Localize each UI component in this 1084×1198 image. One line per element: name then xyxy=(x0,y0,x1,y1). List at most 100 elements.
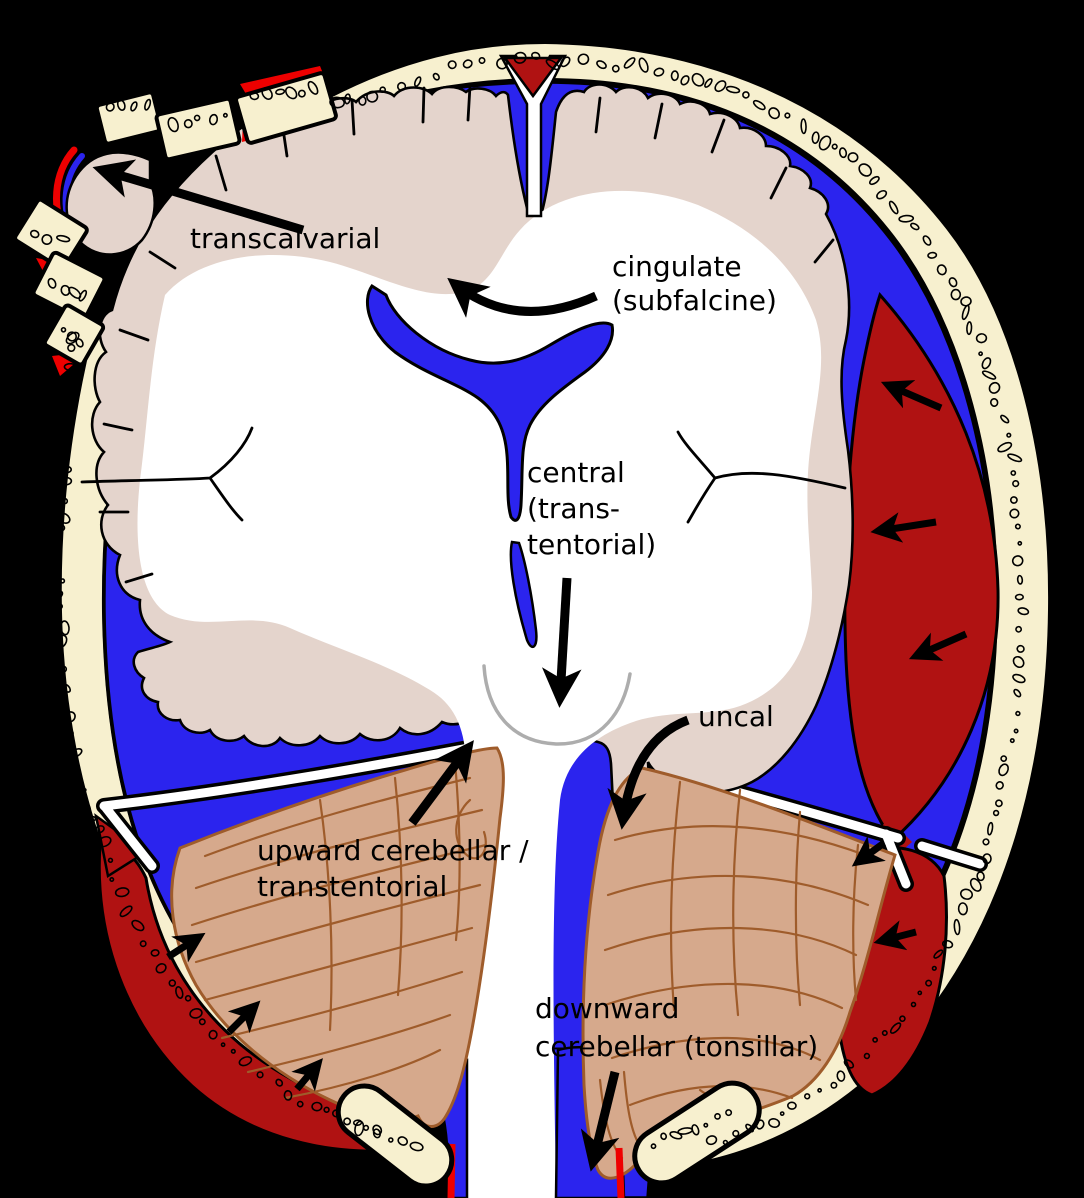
diploe-cell xyxy=(545,58,560,71)
diploe-cell xyxy=(863,1052,871,1060)
diploe-cell xyxy=(41,234,53,246)
diploe-cell xyxy=(478,56,486,64)
skull-fracture-plate xyxy=(42,303,106,367)
diploe-cell xyxy=(838,147,848,159)
label-downward-line2: cerebellar (tonsillar) xyxy=(535,1030,818,1063)
label-transcalvarial: transcalvarial xyxy=(190,222,380,255)
diploe-cell xyxy=(669,1131,683,1140)
diploe-cell xyxy=(976,871,985,882)
diploe-cell xyxy=(60,442,66,449)
hematoma-pressure-arrow xyxy=(908,630,968,661)
hematoma-pressure-arrow xyxy=(166,932,206,963)
diploe-cell xyxy=(997,441,1013,453)
labels: transcalvarial cingulate (subfalcine) ce… xyxy=(190,222,818,1063)
diploe-cell xyxy=(183,119,193,129)
tentorium-left-fork xyxy=(101,803,157,871)
label-uncal: uncal xyxy=(698,700,774,733)
diploe-cell xyxy=(86,815,97,823)
diploe-cell xyxy=(56,234,71,243)
diploe-cell xyxy=(447,60,457,70)
diploe-cell xyxy=(62,409,69,416)
diploe-cell xyxy=(933,949,944,959)
diploe-cell xyxy=(372,1128,382,1139)
diploe-cell xyxy=(1017,607,1030,616)
diploe-cell xyxy=(843,1059,855,1069)
skull-fracture-plate xyxy=(13,197,89,271)
diploe-cell xyxy=(927,251,938,259)
diploe-cell xyxy=(768,1118,781,1128)
diploe-cell xyxy=(817,1087,822,1093)
diploe-cell xyxy=(62,705,68,711)
diploe-cell xyxy=(67,343,76,353)
diploe-cell xyxy=(670,70,679,82)
skull-cap-left xyxy=(335,1083,455,1189)
diploe-cell xyxy=(307,80,319,95)
central-arrow xyxy=(541,577,582,708)
diploe-cell xyxy=(917,990,923,996)
diploe-cell xyxy=(311,1101,323,1112)
diploe-cell xyxy=(1006,432,1012,438)
diploe-cell xyxy=(804,1093,811,1100)
diploe-cell xyxy=(60,326,67,333)
diploe-cell xyxy=(1012,479,1020,488)
skull-cap-right xyxy=(632,1080,762,1186)
hematoma-pressure-arrow xyxy=(870,512,937,543)
label-central-line3: tentorial) xyxy=(527,528,656,561)
diploe-cell xyxy=(755,1119,765,1130)
tentorium-right-torn-piece xyxy=(917,841,985,869)
diploe-cell xyxy=(611,64,620,73)
diploe-cell xyxy=(1014,593,1024,601)
diploe-cell xyxy=(130,101,138,112)
diploe-cell xyxy=(1014,523,1021,530)
diploe-cell xyxy=(1009,508,1020,519)
diploe-bone-texture xyxy=(29,51,1030,1152)
diploe-cell xyxy=(261,87,273,100)
diploe-cell xyxy=(208,113,219,126)
diploe-cell xyxy=(114,887,130,898)
cerebral-aqueduct xyxy=(509,540,538,649)
diploe-cell xyxy=(256,1071,264,1079)
diploe-cell xyxy=(680,75,690,86)
diploe-cell xyxy=(362,1124,370,1132)
skull-fracture-plate xyxy=(31,250,107,322)
diploe-cell xyxy=(296,1100,304,1108)
diploe-cell xyxy=(63,421,70,427)
diploe-cell xyxy=(409,1141,424,1152)
diploe-cell xyxy=(69,376,77,385)
label-upward-line1: upward cerebellar / xyxy=(257,834,529,867)
diploe-cell xyxy=(51,533,63,547)
diploe-cell xyxy=(910,1001,917,1008)
diploe-cell xyxy=(982,838,990,846)
diploe-cell xyxy=(1000,414,1010,424)
hematoma-pressure-arrow xyxy=(851,835,887,867)
diploe-cell xyxy=(56,603,63,610)
diploe-cell xyxy=(1015,710,1021,717)
diploe-cell xyxy=(52,552,61,561)
diploe-cell xyxy=(998,763,1009,777)
diploe-cell xyxy=(881,1029,888,1036)
diploe-cell xyxy=(577,53,590,65)
diploe-cell xyxy=(722,1139,729,1146)
diploe-cell xyxy=(238,1056,253,1067)
diploe-cell xyxy=(496,57,508,70)
cingulate-arrow xyxy=(447,277,598,318)
skull-fracture-plate xyxy=(154,96,242,162)
diploe-cell xyxy=(858,163,873,177)
label-downward-line1: downward xyxy=(535,992,679,1025)
diploe-cell xyxy=(1010,470,1017,476)
lateral-ventricles xyxy=(365,283,615,522)
diploe-cell xyxy=(784,112,791,119)
diploe-cell xyxy=(925,979,933,987)
diploe-cell xyxy=(995,781,1004,790)
downward-cerebellar-arrow xyxy=(580,1070,620,1172)
upward-cerebellar-arrow xyxy=(408,740,474,826)
diploe-cell xyxy=(144,98,152,111)
uncal-arrow xyxy=(607,715,690,830)
diploe-cell xyxy=(987,821,994,836)
diploe-cell xyxy=(818,135,832,151)
right-epidural-hematoma xyxy=(843,292,1000,843)
hematoma-pressure-arrow xyxy=(226,1000,261,1035)
diploe-cell xyxy=(73,767,81,776)
diploe-cell xyxy=(768,107,781,120)
diploe-cell xyxy=(283,1090,293,1101)
